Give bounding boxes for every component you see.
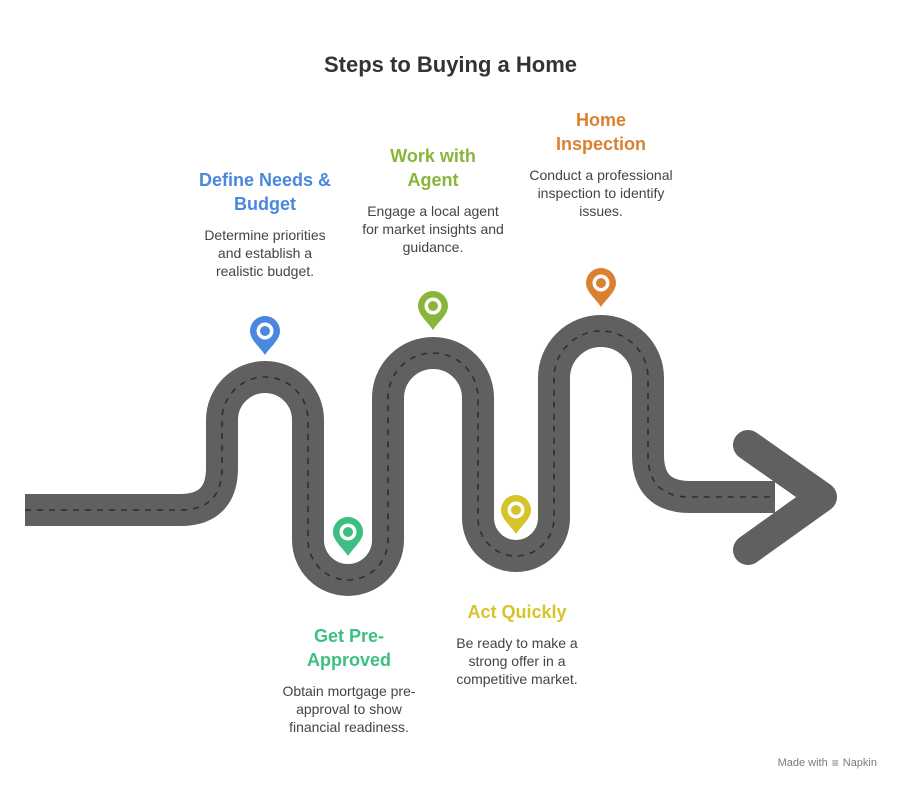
step-description: Conduct a professional inspection to ide…	[529, 167, 673, 219]
made-with-label: Made with	[777, 757, 828, 769]
step-title: Act Quickly	[467, 602, 567, 622]
step-home-inspection: Home Inspection Conduct a professional i…	[521, 108, 681, 220]
step-description: Engage a local agent for market insights…	[362, 203, 504, 255]
road	[25, 315, 775, 596]
location-pin-icon	[501, 495, 531, 534]
road-lane-line	[25, 330, 775, 581]
step-description: Obtain mortgage pre-approval to show fin…	[282, 683, 416, 735]
step-title: Get Pre-Approved	[306, 626, 391, 670]
step-description: Be ready to make a strong offer in a com…	[456, 635, 578, 687]
location-pin-icon	[586, 268, 616, 307]
step-description: Determine priorities and establish a rea…	[204, 227, 326, 279]
step-work-with-agent: Work with Agent Engage a local agent for…	[353, 144, 513, 256]
diagram-title: Steps to Buying a Home	[323, 52, 578, 77]
step-title: Define Needs & Budget	[198, 170, 332, 214]
step-title: Home Inspection	[555, 110, 646, 154]
location-pin-icon	[250, 316, 280, 355]
location-pin-icon	[333, 517, 363, 556]
napkin-logo-icon: ≡	[831, 756, 839, 770]
location-pin-icon	[418, 291, 448, 330]
step-title: Work with Agent	[390, 146, 476, 190]
step-act-quickly: Act Quickly Be ready to make a strong of…	[437, 600, 597, 688]
napkin-brand-label: Napkin	[842, 757, 877, 769]
step-define-needs-budget: Define Needs & Budget Determine prioriti…	[185, 168, 345, 280]
step-get-pre-approved: Get Pre-Approved Obtain mortgage pre-app…	[270, 624, 428, 736]
made-with-napkin-footer: Made with ≡ Napkin	[778, 756, 877, 770]
road-arrowhead	[733, 430, 837, 565]
